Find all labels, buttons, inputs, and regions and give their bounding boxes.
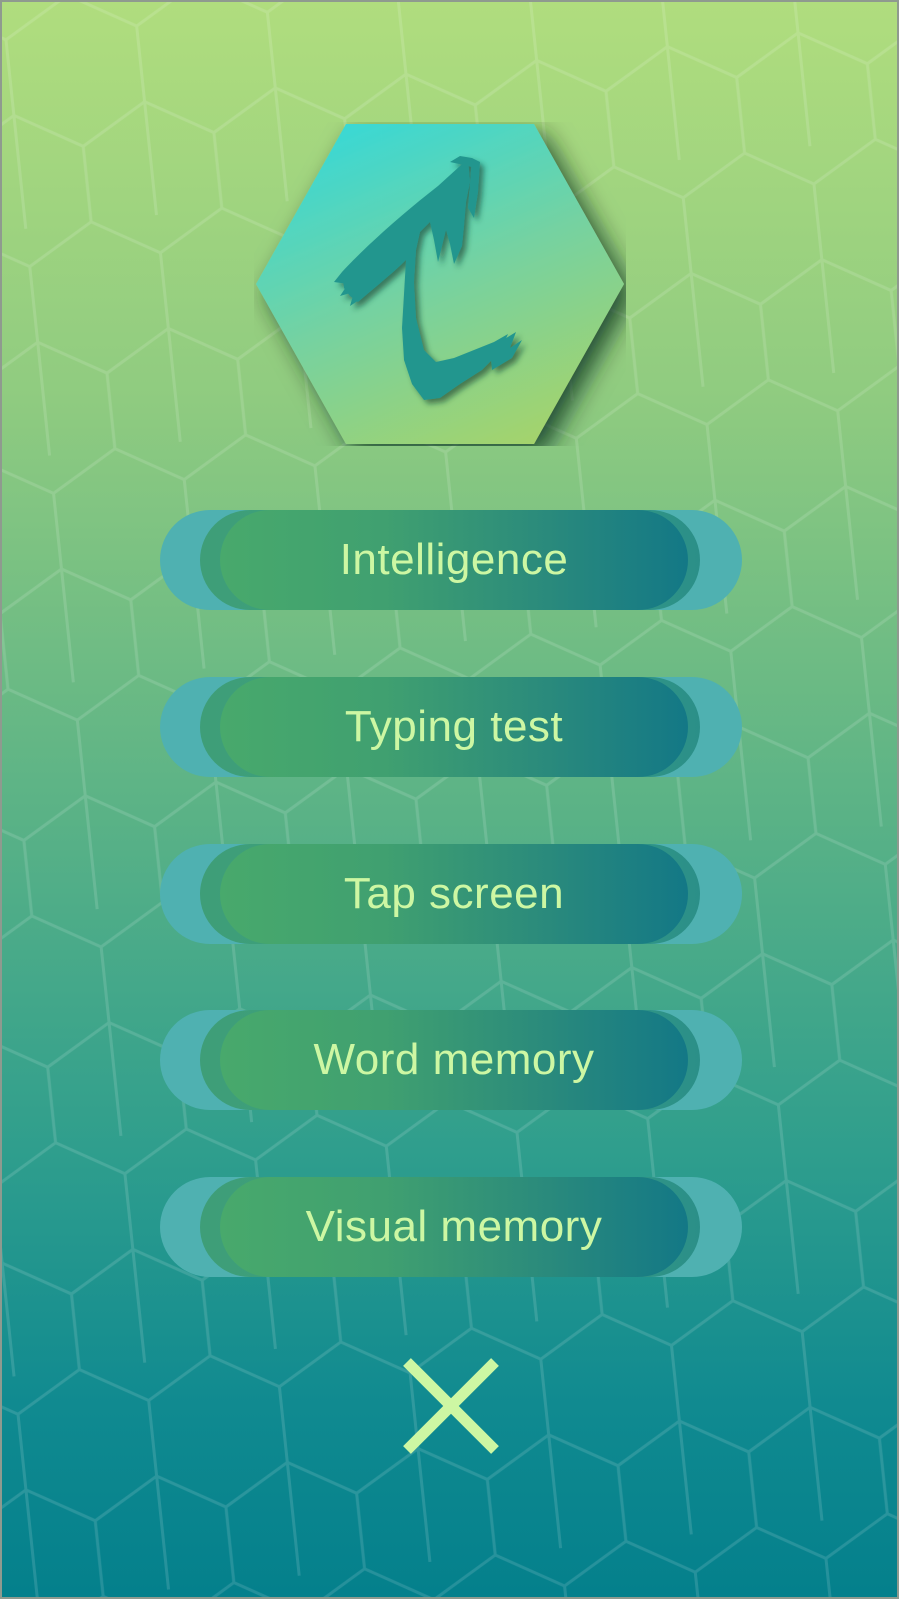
button-label: Tap screen <box>343 869 565 918</box>
close-button[interactable] <box>399 1354 503 1458</box>
button-label: Intelligence <box>339 535 569 584</box>
app-logo <box>256 124 624 444</box>
button-label: Word memory <box>313 1035 595 1084</box>
visual-memory-button[interactable]: Visual memory <box>160 1177 742 1277</box>
button-label: Visual memory <box>305 1202 603 1251</box>
typing-test-button[interactable]: Typing test <box>160 677 742 777</box>
word-memory-button[interactable]: Word memory <box>160 1010 742 1110</box>
button-front-layer: Typing test <box>220 677 688 777</box>
tap-screen-button[interactable]: Tap screen <box>160 844 742 944</box>
close-icon <box>403 1358 499 1454</box>
intelligence-button[interactable]: Intelligence <box>160 510 742 610</box>
button-front-layer: Word memory <box>220 1010 688 1110</box>
button-label: Typing test <box>344 702 564 751</box>
button-front-layer: Visual memory <box>220 1177 688 1277</box>
button-front-layer: Intelligence <box>220 510 688 610</box>
button-front-layer: Tap screen <box>220 844 688 944</box>
brush-stroke-t-icon <box>334 156 522 400</box>
